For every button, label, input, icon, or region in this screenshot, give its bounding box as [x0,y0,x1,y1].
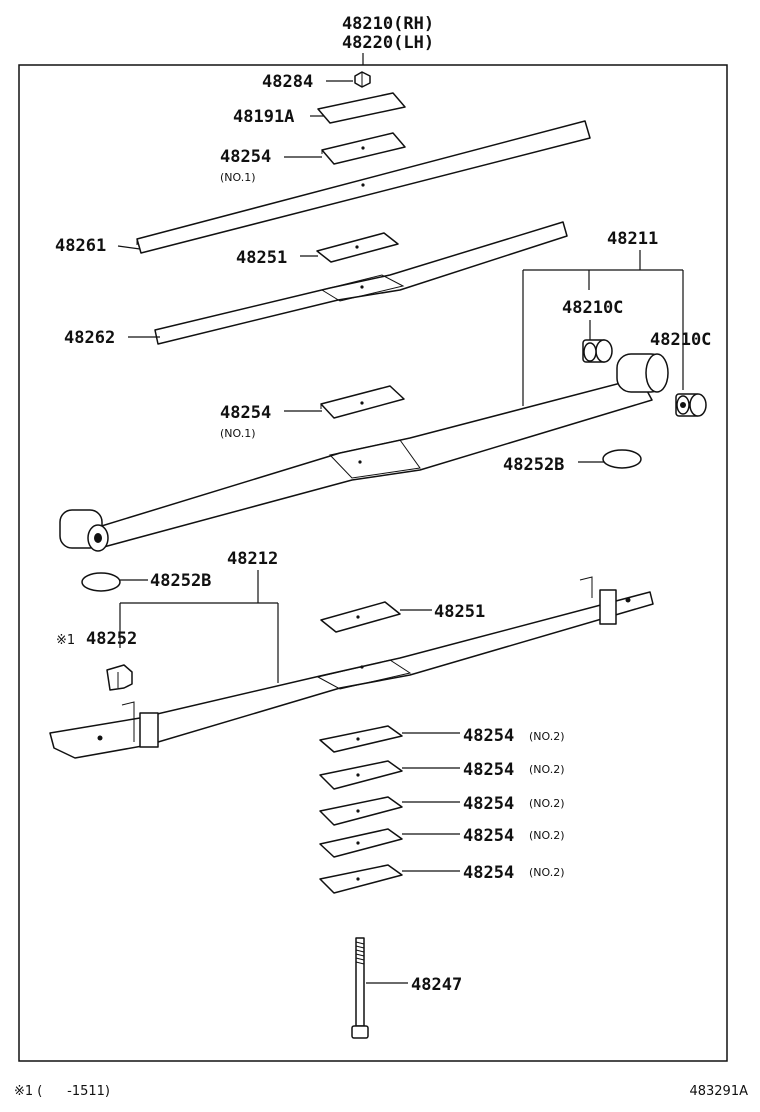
callout-48284: 48284 [262,72,313,92]
callout-48211: 48211 [607,229,658,249]
callout-48252B-right: 48252B [503,455,564,475]
callout-48210C-left: 48210C [562,298,623,318]
pad-48254-top [321,132,406,165]
callout-48262: 48262 [64,328,115,348]
assembly-frame [18,64,728,1062]
callout-48212: 48212 [227,549,278,569]
callout-48254-top: 48254 [220,147,271,167]
note-48254-stack-5: (NO.2) [529,866,565,879]
nut-48284 [354,71,371,88]
note-48254-stack-2: (NO.2) [529,763,565,776]
pad-48251-bottom [320,601,401,633]
center-bolt-48247 [351,937,369,1039]
callout-48210C-right: 48210C [650,330,711,350]
note-48254-stack-4: (NO.2) [529,829,565,842]
note-48254-stack-3: (NO.2) [529,797,565,810]
leaf-48261 [136,120,591,254]
pad-48254-stack-1 [319,725,403,753]
callout-48252: 48252 [86,629,137,649]
leader-48261 [117,245,141,250]
note-48254-stack-1: (NO.2) [529,730,565,743]
mark-48252: ※1 [56,633,75,648]
assembly-number-lh: 48220(LH) [342,33,434,53]
spacer-48252B-right [602,449,642,469]
clip-48252 [106,664,133,691]
pad-48254-stack-4 [319,828,403,858]
bottom-leaf-48212 [49,576,654,759]
main-leaf-48211 [59,353,669,552]
plate-48191A [317,92,406,124]
assembly-number-rh: 48210(RH) [342,14,434,34]
bushing-48210C-left [582,339,613,363]
bushing-48210C-right [675,393,707,417]
callout-48254-stack-3: 48254 [463,794,514,814]
bracket-48212 [119,570,279,683]
pad-48254-stack-2 [319,760,403,790]
callout-48247: 48247 [411,975,462,995]
callout-48252B-left: 48252B [150,571,211,591]
callout-48254-stack-4: 48254 [463,826,514,846]
callout-48251-top: 48251 [236,248,287,268]
pad-48254-mid [320,385,405,419]
footnote: ※1 ( -1511) [14,1084,110,1099]
pad-48251-top [316,232,399,263]
spacer-48252B-left [81,572,121,592]
note-48254-top: (NO.1) [220,171,256,184]
callout-48254-stack-2: 48254 [463,760,514,780]
callout-48251-bottom: 48251 [434,602,485,622]
pad-48254-stack-5 [319,864,403,894]
note-48254-mid: (NO.1) [220,427,256,440]
leaf-48262 [154,221,568,345]
callout-48254-stack-1: 48254 [463,726,514,746]
diagram-code: 483291A [689,1084,748,1099]
pad-48254-stack-3 [319,796,403,826]
callout-48254-stack-5: 48254 [463,863,514,883]
callout-48254-mid: 48254 [220,403,271,423]
bracket-48211 [522,250,684,406]
callout-48191A: 48191A [233,107,294,127]
callout-48261: 48261 [55,236,106,256]
